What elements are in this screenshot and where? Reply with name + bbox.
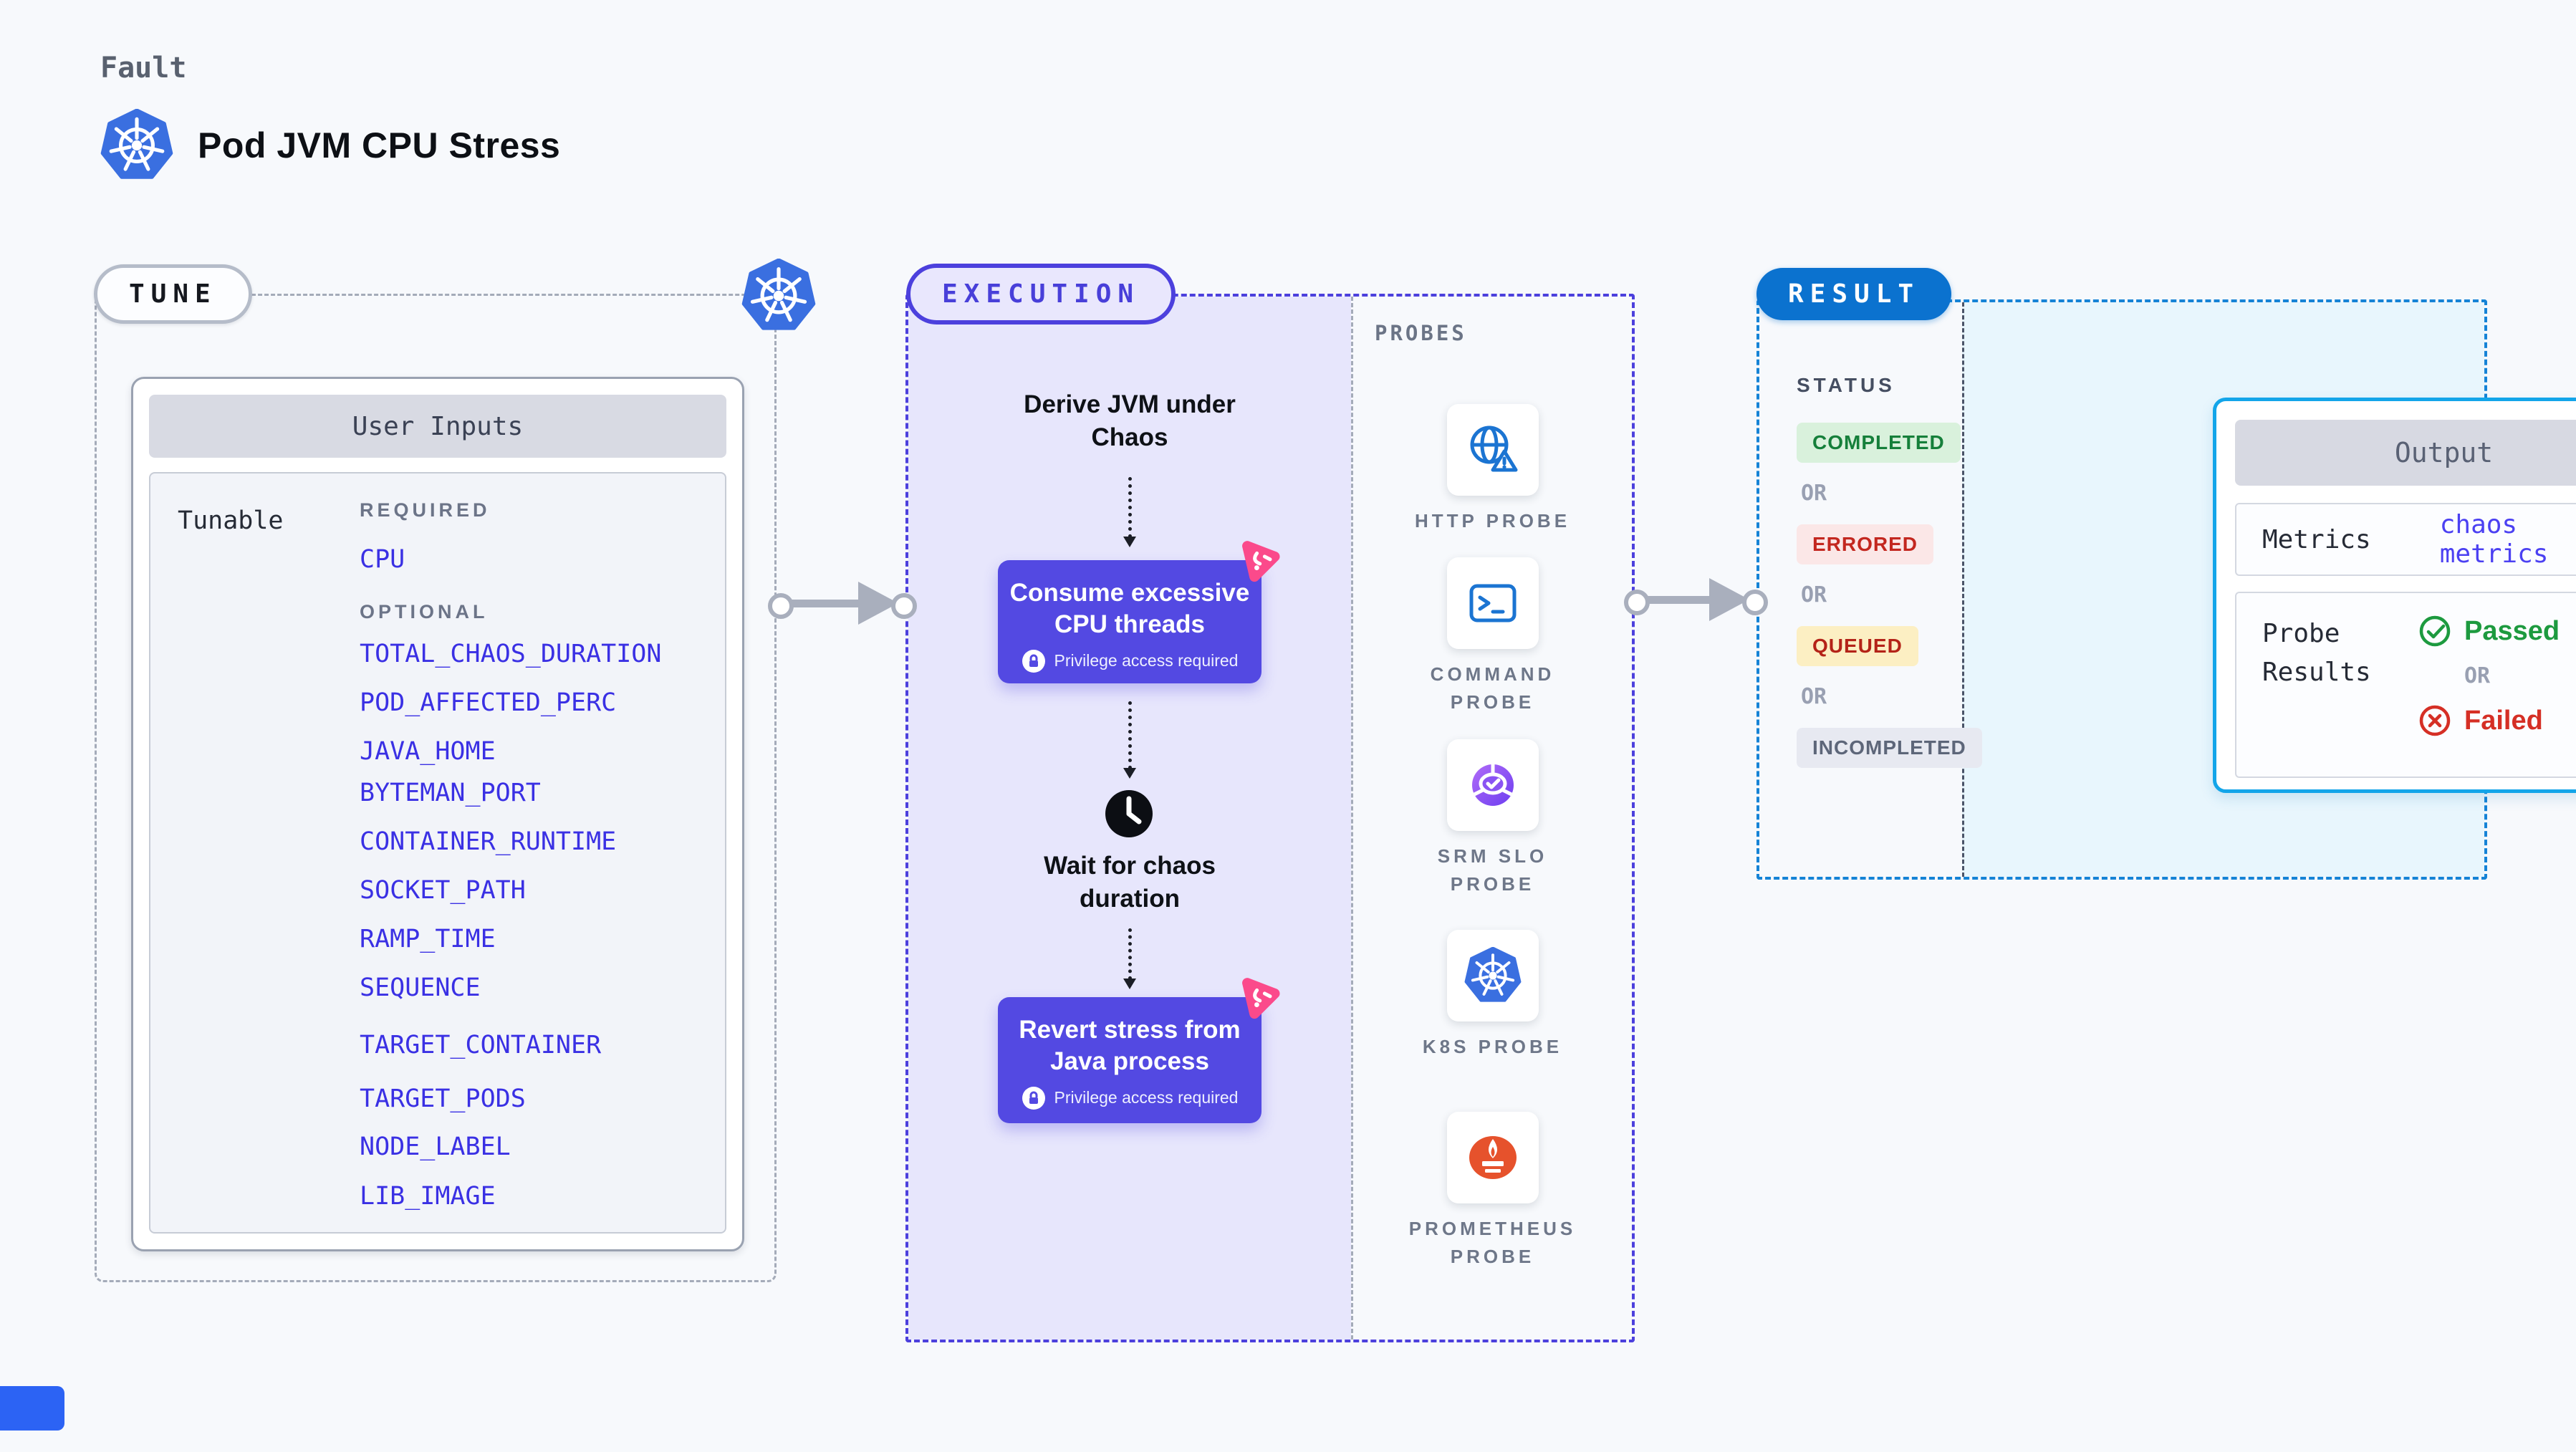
kubernetes-corner-icon — [741, 259, 816, 330]
or-separator-output: OR — [2464, 663, 2491, 688]
failed-label: Failed — [2464, 705, 2543, 736]
probe-card — [1446, 739, 1539, 831]
fault-kicker: Fault — [100, 52, 187, 85]
page-header: Pod JVM CPU Stress — [100, 109, 560, 182]
arrow-execution-result — [1624, 577, 1768, 622]
probes-label: PROBES — [1375, 321, 1467, 345]
or-separator: OR — [1801, 481, 1827, 506]
param-link[interactable]: CONTAINER_RUNTIME — [360, 827, 617, 856]
probe-label: HTTP PROBE — [1414, 510, 1571, 532]
tunable-label: Tunable — [178, 506, 284, 535]
output-title: Output — [2235, 420, 2576, 486]
passed-check-icon — [2419, 615, 2451, 647]
probe-card — [1446, 930, 1539, 1021]
probe-results-row: Probe Results Passed OR — [2235, 592, 2576, 778]
param-link[interactable]: TARGET_PODS — [360, 1085, 526, 1113]
failed-x-icon — [2419, 705, 2451, 736]
dotted-arrow — [908, 928, 1351, 989]
arrow-tune-execution — [768, 580, 917, 626]
user-inputs-card: User Inputs Tunable REQUIRED CPU OPTIONA… — [131, 377, 744, 1251]
probe-card — [1446, 1112, 1539, 1203]
terminal-icon — [1469, 584, 1516, 622]
bottom-left-accent — [0, 1386, 64, 1431]
param-link[interactable]: SOCKET_PATH — [360, 876, 526, 905]
tune-badge: TUNE — [94, 264, 252, 324]
probe-item-k8s: K8S PROBE — [1353, 930, 1632, 1061]
status-badge-completed: COMPLETED — [1797, 423, 1961, 463]
metrics-value-link[interactable]: chaos metrics — [2439, 510, 2549, 569]
user-inputs-body: Tunable REQUIRED CPU OPTIONAL TOTAL_CHAO… — [149, 472, 726, 1234]
lock-icon — [1022, 1086, 1045, 1110]
lock-icon — [1022, 649, 1045, 673]
kubernetes-icon — [1464, 947, 1521, 1002]
probe-card — [1446, 404, 1539, 496]
probe-item-http: HTTP PROBE — [1353, 404, 1632, 535]
required-label: REQUIRED — [360, 499, 491, 521]
probe-card — [1446, 557, 1539, 649]
status-label: STATUS — [1797, 374, 1895, 396]
param-link[interactable]: LIB_IMAGE — [360, 1182, 496, 1211]
status-badge-queued: QUEUED — [1797, 626, 1918, 666]
privilege-note: Privilege access required — [1054, 651, 1239, 670]
param-link[interactable]: TARGET_CONTAINER — [360, 1031, 602, 1059]
execution-badge: EXECUTION — [906, 264, 1176, 324]
param-link[interactable]: POD_AFFECTED_PERC — [360, 688, 617, 717]
passed-label: Passed — [2464, 615, 2560, 646]
param-link[interactable]: NODE_LABEL — [360, 1133, 511, 1161]
user-inputs-title: User Inputs — [149, 395, 726, 458]
metrics-label: Metrics — [2262, 524, 2371, 554]
kubernetes-logo-icon — [100, 109, 173, 179]
litmus-chaos-icon — [1242, 978, 1280, 1019]
prometheus-flame-icon — [1469, 1136, 1517, 1179]
or-separator: OR — [1801, 684, 1827, 709]
dotted-arrow — [908, 701, 1351, 779]
litmus-chaos-icon — [1242, 541, 1280, 582]
probe-label: K8S PROBE — [1422, 1036, 1563, 1057]
dotted-arrow — [908, 477, 1351, 547]
tune-section: TUNE User Inputs Tunable REQUIRED CPU OP… — [94, 259, 816, 1282]
globe-alert-icon — [1470, 425, 1517, 472]
status-badge-incompleted: INCOMPLETED — [1797, 728, 1982, 768]
optional-label: OPTIONAL — [360, 601, 489, 622]
clock-icon — [1105, 790, 1153, 837]
param-link[interactable]: RAMP_TIME — [360, 925, 496, 953]
or-separator: OR — [1801, 582, 1827, 607]
status-stack: COMPLETED OR ERRORED OR QUEUED OR INCOMP… — [1797, 423, 1982, 787]
probe-results-label: Probe Results — [2262, 619, 2371, 687]
output-card: Output Metrics chaos metrics Probe Resul… — [2213, 398, 2576, 793]
result-output-pane: Output Metrics chaos metrics Probe Resul… — [1962, 302, 2576, 877]
slo-gauge-icon — [1471, 764, 1514, 806]
probes-panel: PROBES HTTP PROBE — [1351, 297, 1632, 1340]
metrics-row: Metrics chaos metrics — [2235, 503, 2576, 576]
param-link[interactable]: SEQUENCE — [360, 973, 481, 1002]
result-badge: RESULT — [1756, 268, 1952, 320]
page-title: Pod JVM CPU Stress — [198, 125, 561, 165]
result-section: Output Metrics chaos metrics Probe Resul… — [1756, 268, 2576, 880]
status-badge-errored: ERRORED — [1797, 524, 1934, 564]
privilege-note: Privilege access required — [1054, 1088, 1239, 1107]
param-link[interactable]: BYTEMAN_PORT — [360, 779, 541, 807]
param-link[interactable]: TOTAL_CHAOS_DURATION — [360, 640, 662, 668]
param-link-cpu[interactable]: CPU — [360, 545, 405, 574]
param-link[interactable]: JAVA_HOME — [360, 737, 496, 766]
